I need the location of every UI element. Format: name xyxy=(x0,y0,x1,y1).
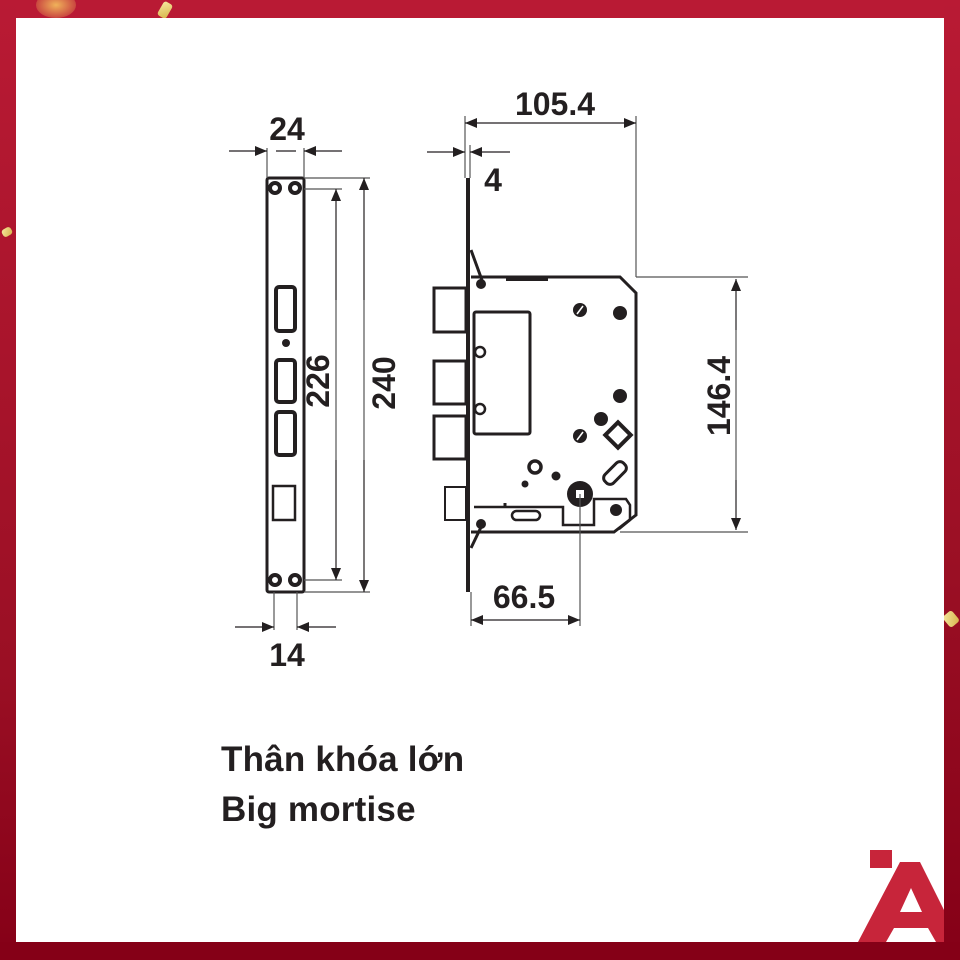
light-glow-decoration xyxy=(36,0,76,18)
dim-faceplate-thickness: 4 xyxy=(484,162,502,198)
faceplate-outline xyxy=(265,176,306,594)
caption-english: Big mortise xyxy=(221,790,416,829)
dead-bolt xyxy=(432,414,468,461)
drawing-canvas xyxy=(16,18,944,942)
frame-top xyxy=(0,0,960,18)
screw-hole-icon xyxy=(268,573,282,587)
auxiliary-latch xyxy=(444,486,467,521)
dim-hole-spacing: 14 xyxy=(269,637,305,673)
dim-total-length: 240 xyxy=(366,356,402,409)
slot-hole xyxy=(602,460,628,486)
dead-bolt xyxy=(432,359,468,406)
faceplate-strip xyxy=(466,178,470,592)
frame-bottom xyxy=(0,942,960,960)
frame-left xyxy=(0,0,16,960)
caption-vietnamese: Thân khóa lớn xyxy=(221,740,465,779)
lock-case-outline xyxy=(471,275,638,534)
frame-right xyxy=(944,0,960,960)
faceplate-view: 24 14 226 240 xyxy=(229,111,402,673)
latch-opening xyxy=(274,285,297,333)
bolt-opening xyxy=(274,410,297,457)
bolt-opening xyxy=(274,358,297,404)
latch-bolt xyxy=(432,286,468,334)
dim-width-top: 24 xyxy=(269,111,305,147)
dim-body-depth: 105.4 xyxy=(515,86,595,122)
dim-body-height: 146.4 xyxy=(701,356,737,436)
square-spindle-hole xyxy=(602,419,634,451)
dim-backset: 66.5 xyxy=(493,579,555,615)
screw-hole-icon xyxy=(288,181,302,195)
latch-mechanism xyxy=(472,310,532,436)
screw-hole-icon xyxy=(288,573,302,587)
deadbolt-opening xyxy=(271,484,297,522)
side-view: 105.4 4 146.4 66.5 xyxy=(427,86,748,626)
screw-hole-icon xyxy=(268,181,282,195)
trigger-dot xyxy=(282,339,290,347)
brand-a-logo-icon xyxy=(858,850,944,942)
dim-inner-length: 226 xyxy=(300,354,336,407)
